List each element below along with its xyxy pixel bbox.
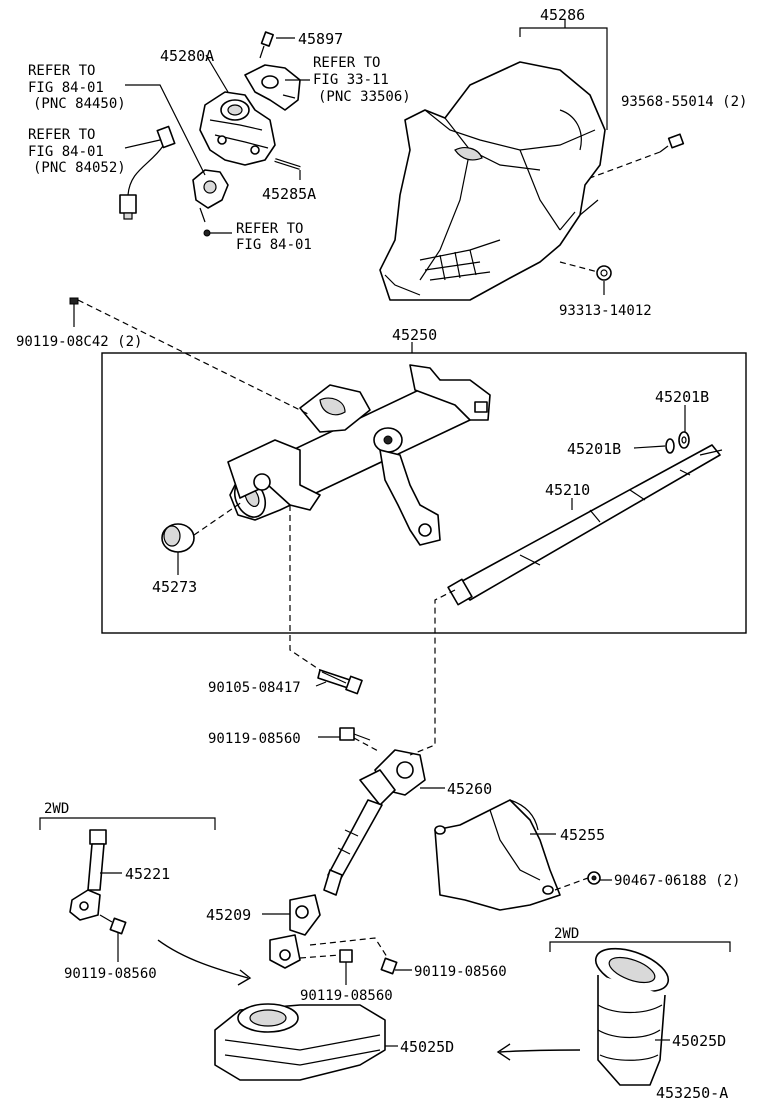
label-90119-08560-b: 90119-08560 <box>64 966 157 982</box>
bushing-45273[interactable] <box>161 523 195 553</box>
label-45286: 45286 <box>540 6 585 24</box>
label-2wd-right: 2WD <box>554 926 579 942</box>
clip-90467-06188[interactable] <box>587 871 601 885</box>
label-45210: 45210 <box>545 481 590 499</box>
wire-harness-84052[interactable] <box>119 125 176 220</box>
ref3-line1: REFER TO <box>313 55 380 71</box>
label-45201B-top: 45201B <box>655 388 709 406</box>
screw-ref-84-01[interactable] <box>203 229 211 237</box>
ref4-line1: REFER TO <box>236 221 303 237</box>
label-45273: 45273 <box>152 578 197 596</box>
column-tube-45250[interactable] <box>227 364 491 522</box>
boot-45025D-right[interactable] <box>590 940 674 1086</box>
leader-lines <box>39 20 731 1047</box>
label-45285A: 45285A <box>262 185 316 203</box>
bolt-90105-08417[interactable] <box>317 669 363 695</box>
label-90119-08560-d: 90119-08560 <box>414 964 507 980</box>
ref3-line3: (PNC 33506) <box>318 89 411 105</box>
intermediate-shaft-45260[interactable] <box>323 749 426 896</box>
label-45255: 45255 <box>560 826 605 844</box>
diagram-code: 453250-A <box>656 1084 728 1102</box>
key-cylinder-housing-45280A[interactable] <box>199 91 276 166</box>
ref2-line2: FIG 84-01 <box>28 144 104 160</box>
label-2wd-left: 2WD <box>44 801 69 817</box>
label-45025D-right: 45025D <box>672 1032 726 1050</box>
bolt-90119-08560-a[interactable] <box>339 727 371 741</box>
direction-arrows <box>157 939 581 1061</box>
label-90119-08560-c: 90119-08560 <box>300 988 393 1004</box>
label-45221: 45221 <box>125 865 170 883</box>
universal-joint-45209[interactable] <box>269 894 321 969</box>
label-45209: 45209 <box>206 906 251 924</box>
label-90119-08560-a: 90119-08560 <box>208 731 301 747</box>
ref3-line2: FIG 33-11 <box>313 72 389 88</box>
screw-45897[interactable] <box>259 31 274 59</box>
ref2-line1: REFER TO <box>28 127 95 143</box>
washer-45201B-a[interactable] <box>665 438 675 454</box>
label-90105-08417: 90105-08417 <box>208 680 301 696</box>
boot-45025D-center[interactable] <box>214 1003 386 1081</box>
label-45897: 45897 <box>298 30 343 48</box>
label-90119-08C42: 90119-08C42 (2) <box>16 334 142 350</box>
ref2-line3: (PNC 84052) <box>33 160 126 176</box>
switch-bracket-33506[interactable] <box>244 64 301 111</box>
main-shaft-45210[interactable] <box>447 444 723 606</box>
lock-switch-84450[interactable] <box>192 169 229 223</box>
ref1-line2: FIG 84-01 <box>28 80 104 96</box>
washer-45201B-b[interactable] <box>678 431 690 449</box>
label-45260: 45260 <box>447 780 492 798</box>
pin-45285A[interactable] <box>274 158 301 170</box>
bolt-90119-08560-b[interactable] <box>99 914 127 935</box>
column-lower-joint[interactable] <box>373 427 441 546</box>
ref1-line1: REFER TO <box>28 63 95 79</box>
label-45250: 45250 <box>392 326 437 344</box>
bolt-90119-08560-c[interactable] <box>339 949 353 963</box>
label-93568-55014: 93568-55014 (2) <box>621 94 747 110</box>
nut-93313-14012[interactable] <box>596 265 612 281</box>
shaft-45221[interactable] <box>69 829 107 921</box>
label-93313-14012: 93313-14012 <box>559 303 652 319</box>
ref1-line3: (PNC 84450) <box>33 96 126 112</box>
bolt-90119-08560-d[interactable] <box>380 957 398 975</box>
bolt-93568-55014[interactable] <box>659 133 685 153</box>
label-45025D-center: 45025D <box>400 1038 454 1056</box>
column-assembly-box <box>101 352 747 634</box>
label-45280A: 45280A <box>160 47 214 65</box>
bracket-45255[interactable] <box>434 799 561 911</box>
label-90467-06188: 90467-06188 (2) <box>614 873 740 889</box>
ref4-line2: FIG 84-01 <box>236 237 312 253</box>
column-cover-45286[interactable] <box>379 61 606 301</box>
label-45201B-bottom: 45201B <box>567 440 621 458</box>
bolt-90119-08C42[interactable] <box>69 297 79 318</box>
